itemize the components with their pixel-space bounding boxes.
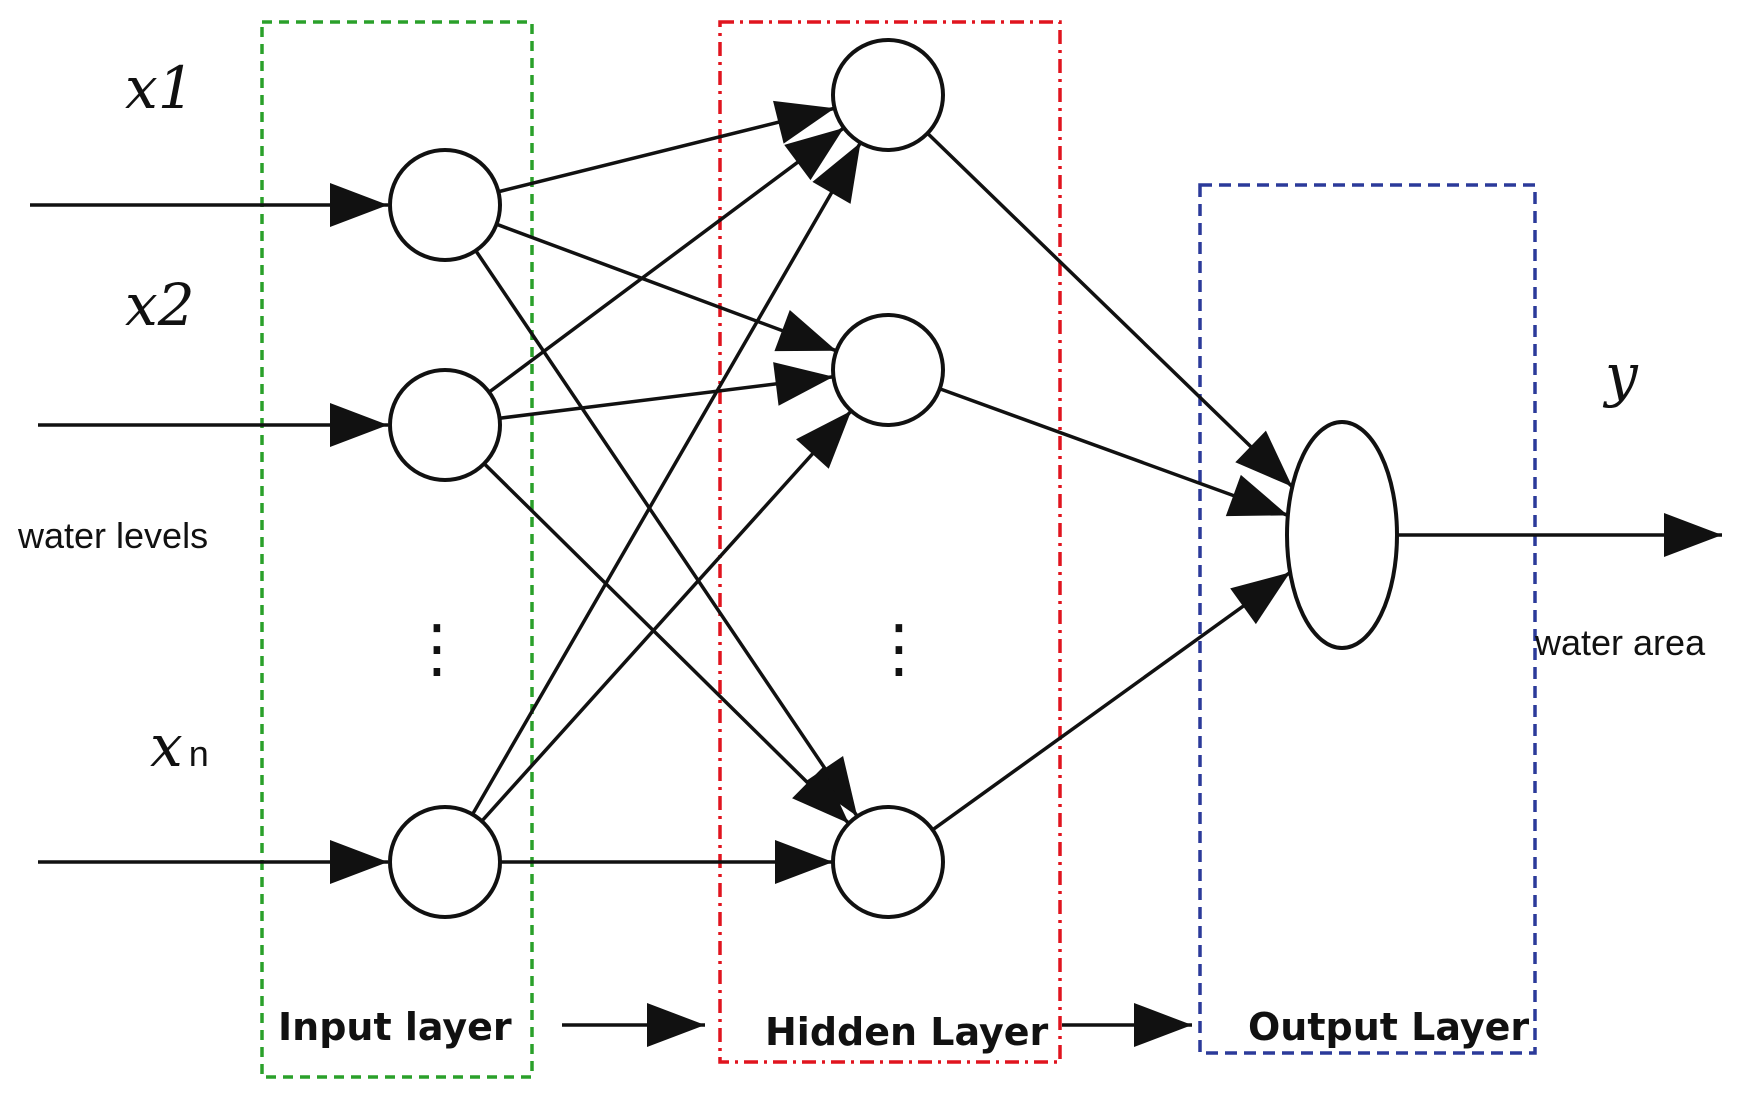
hidden-layer-label: Hidden Layer	[765, 1010, 1049, 1054]
edge-input3-hidden2	[480, 409, 853, 823]
input-arrow-n-arrowhead	[330, 840, 388, 884]
input-arrow-2-arrowhead	[330, 403, 388, 447]
input-node-2	[388, 368, 502, 482]
output-description: water area	[1534, 622, 1706, 663]
edge-input3-hidden1-arrowhead	[812, 142, 861, 204]
hidden-node-1	[831, 38, 945, 152]
x2-label: x2	[125, 271, 195, 339]
edge-input1-hidden2	[495, 222, 838, 353]
input-layer-label: Input layer	[278, 1005, 512, 1049]
edge-hidden1-output-arrowhead	[1235, 430, 1293, 487]
edge-hidden3-output-arrowhead	[1230, 572, 1291, 625]
edge-hidden2-output	[939, 387, 1289, 517]
output-layer-label: Output Layer	[1248, 1005, 1529, 1049]
edge-input1-hidden3-arrowhead	[806, 756, 858, 817]
flow-arrow-input-to-hidden-arrowhead	[647, 1003, 705, 1047]
hidden-layer-box	[718, 20, 1062, 1064]
output-arrow-arrowhead	[1664, 513, 1722, 557]
edge-input2-hidden1-arrowhead	[784, 127, 844, 181]
hidden-node-2	[831, 313, 945, 427]
input-node-1	[388, 148, 502, 262]
edge-input2-hidden3-arrowhead	[792, 766, 849, 824]
hidden-ellipsis: ⋮	[867, 612, 931, 686]
xn-label-subscript: n	[189, 733, 209, 774]
edge-hidden2-output-arrowhead	[1225, 474, 1288, 517]
hidden-node-n	[831, 805, 945, 919]
input-description: water levels	[17, 515, 208, 556]
output-node	[1285, 420, 1399, 650]
connection-edges	[30, 100, 1722, 1047]
input-arrow-1-arrowhead	[330, 183, 388, 227]
edge-input2-hidden2-arrowhead	[773, 362, 834, 406]
edge-input2-hidden1	[488, 126, 845, 394]
edge-input2-hidden3	[482, 462, 851, 825]
edge-input1-hidden1-arrowhead	[773, 100, 835, 144]
edge-input1-hidden3	[474, 249, 859, 818]
input-ellipsis: ⋮	[405, 612, 469, 686]
x1-label: x1	[125, 54, 195, 122]
edge-hidden3-output	[931, 570, 1292, 832]
edge-input3-hidden1	[470, 141, 863, 816]
edge-input3-hidden2-arrowhead	[796, 410, 852, 469]
flow-arrow-hidden-to-output-arrowhead	[1134, 1003, 1192, 1047]
edge-input1-hidden2-arrowhead	[774, 309, 837, 352]
edge-hidden1-output	[926, 132, 1294, 489]
output-layer-box	[1198, 183, 1537, 1055]
y-label: y	[1602, 341, 1639, 409]
xn-label-main: x	[150, 712, 183, 780]
input-node-n	[388, 805, 502, 919]
edge-input3-hidden3-arrowhead	[775, 840, 833, 884]
